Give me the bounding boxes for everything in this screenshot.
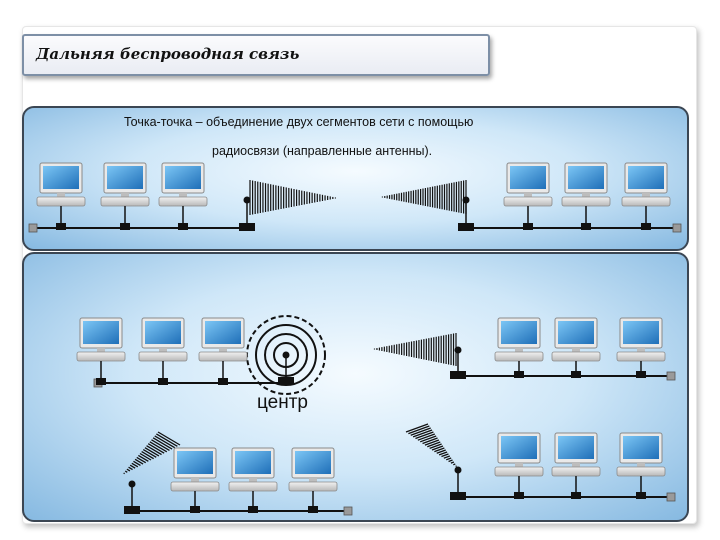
computer-icon (76, 317, 126, 385)
slide-title: Дальняя беспроводная связь (36, 45, 300, 63)
description-line-2: радиосвязи (направленные антенны). (212, 144, 433, 158)
directional-antenna-icon (458, 196, 474, 231)
description-term: Точка-точка (124, 115, 193, 129)
directional-antenna-icon (450, 466, 466, 500)
computer-icon (551, 317, 601, 378)
computer-icon (494, 432, 544, 499)
cable-terminator-icon (28, 223, 38, 233)
computer-icon (138, 317, 188, 385)
cable-terminator-icon (343, 506, 353, 516)
center-label: центр (257, 392, 308, 413)
radio-beam (249, 180, 337, 215)
computer-icon (170, 447, 220, 513)
cable-terminator-icon (666, 492, 676, 502)
radio-beam (405, 423, 457, 467)
radio-beam (123, 431, 181, 475)
description-line-1: Точка-точка – объединение двух сегментов… (124, 115, 473, 129)
antenna-masts (124, 196, 474, 514)
slide-title-box: Дальняя беспроводная связь (22, 34, 490, 76)
computer-icon (494, 317, 544, 378)
computer-icon (621, 162, 671, 230)
directional-antenna-icon (239, 196, 255, 231)
computer-icon (288, 447, 338, 513)
radio-beam (381, 180, 467, 214)
radio-beam (373, 333, 457, 366)
computers (36, 162, 671, 513)
omnidirectional-antenna-icon (246, 315, 326, 395)
computer-icon (551, 432, 601, 499)
computer-icon (36, 162, 86, 230)
point-to-multipoint-panel (22, 252, 689, 522)
computer-icon (503, 162, 553, 230)
computer-icon (561, 162, 611, 230)
computer-icon (158, 162, 208, 230)
computer-icon (198, 317, 248, 385)
cable-terminator-icon (666, 371, 676, 381)
computer-icon (228, 447, 278, 513)
computer-icon (616, 432, 666, 499)
cable-terminator-icon (672, 223, 682, 233)
directional-antenna-icon (124, 480, 140, 514)
description-text: – объединение двух сегментов сети с помо… (192, 115, 474, 129)
computer-icon (616, 317, 666, 378)
computer-icon (100, 162, 150, 230)
directional-antenna-icon (450, 346, 466, 379)
